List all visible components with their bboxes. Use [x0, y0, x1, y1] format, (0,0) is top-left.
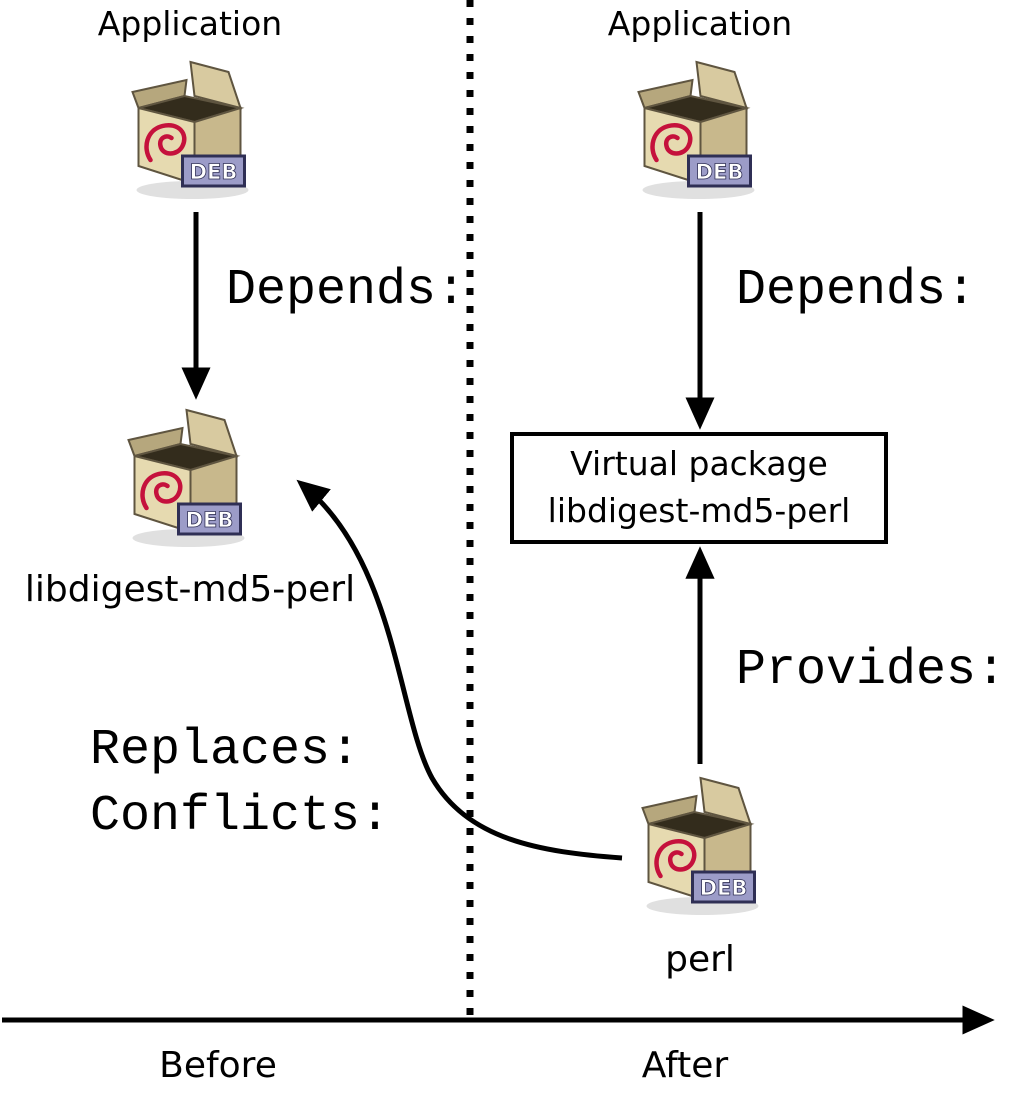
virtual-package-line2: libdigest-md5-perl: [547, 491, 851, 530]
package-label-perl: perl: [665, 939, 735, 980]
provides-label: Provides:: [736, 642, 1007, 699]
depends-label-before: Depends:: [226, 262, 467, 319]
virtual-package-line1: Virtual package: [570, 444, 828, 484]
replaces-label: Replaces:: [90, 722, 361, 779]
axis-label-before: Before: [159, 1045, 277, 1086]
package-label-libdigest: libdigest-md5-perl: [24, 569, 356, 610]
application-label-before: Application: [97, 4, 283, 43]
depends-label-after: Depends:: [736, 262, 977, 319]
axis-label-after: After: [641, 1045, 729, 1086]
deb-package-icon-application-before: [112, 52, 267, 202]
deb-package-icon-application-after: [618, 52, 773, 202]
replaces-conflicts-arrow: [296, 479, 623, 861]
virtual-package-box: Virtual package libdigest-md5-perl: [510, 432, 888, 544]
deb-package-icon-perl: [622, 768, 777, 918]
conflicts-label: Conflicts:: [90, 788, 391, 845]
deb-package-icon-libdigest: [108, 400, 263, 550]
application-label-after: Application: [607, 4, 793, 43]
